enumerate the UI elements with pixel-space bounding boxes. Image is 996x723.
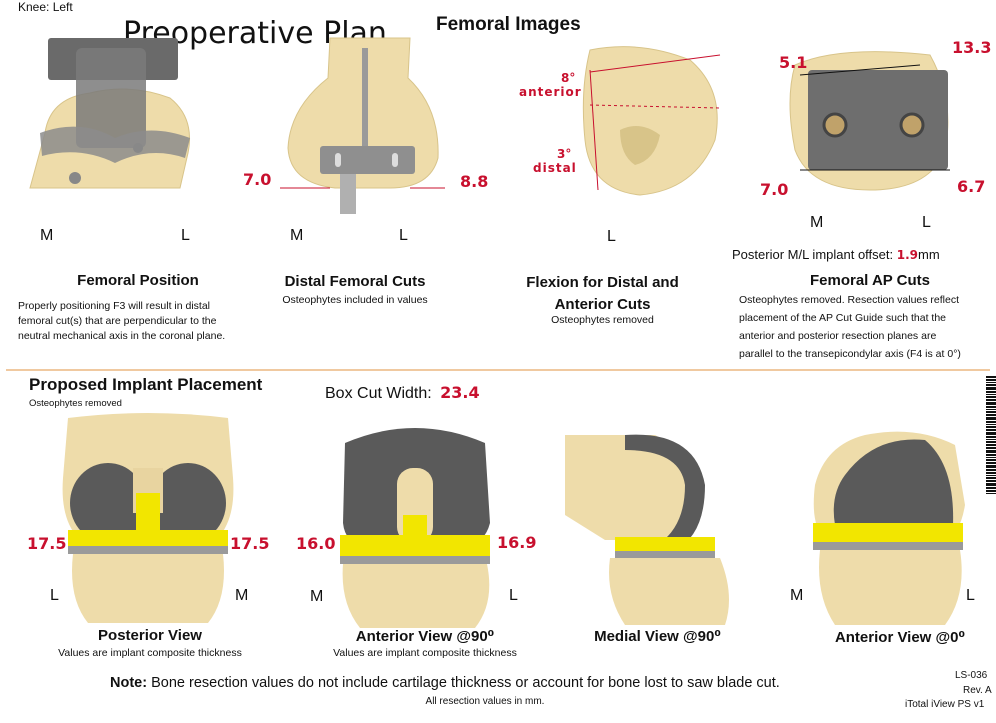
- doc-code: LS-036: [955, 670, 988, 681]
- posterior-view-image: [62, 413, 234, 623]
- flexion-image: [582, 46, 721, 196]
- box-cut-width-readout: Box Cut Width: 23.4: [325, 383, 480, 403]
- implant-placement-title: Proposed Implant Placement: [29, 375, 263, 394]
- section-divider: [6, 369, 990, 371]
- ml-offset-label: Posterior M/L implant offset:: [732, 247, 894, 262]
- anterior90-left-value: 16.0: [296, 534, 336, 553]
- anterior90-view-image: [340, 428, 490, 628]
- ml-offset-unit: mm: [918, 247, 940, 262]
- anterior90-view-subtitle: Values are implant composite thickness: [333, 647, 517, 659]
- anterior0-l-label: L: [966, 587, 975, 604]
- implant-placement-subtitle: Osteophytes removed: [29, 398, 122, 409]
- medial90-view-image: [565, 434, 729, 625]
- posterior-m-label: M: [235, 587, 249, 604]
- anterior0-view-image: [813, 431, 965, 625]
- anterior90-m-label: M: [310, 588, 324, 605]
- anterior0-m-label: M: [790, 587, 804, 604]
- anterior90-right-value: 16.9: [497, 533, 537, 552]
- product-name: iTotal iView PS v1: [905, 699, 985, 710]
- desc-line: parallel to the transepicondylar axis (F…: [739, 348, 961, 360]
- desc-line: placement of the AP Cut Guide such that …: [739, 312, 947, 324]
- desc-line: femoral cut(s) that are perpendicular to…: [18, 315, 217, 327]
- femoral-images-title: Femoral Images: [436, 14, 581, 35]
- femoral-position-title: Femoral Position: [77, 272, 199, 289]
- ap-cut-top-left-value: 5.1: [779, 53, 808, 72]
- ap-cuts-title: Femoral AP Cuts: [809, 272, 931, 289]
- desc-line: neutral mechanical axis in the coronal p…: [18, 330, 226, 342]
- flexion-title-line: Anterior Cuts: [554, 296, 651, 313]
- footer-note: Note: Bone resection values do not inclu…: [110, 675, 780, 691]
- flexion-distal-label: distal: [533, 161, 577, 175]
- flexion-title: Flexion for Distal and Anterior Cuts: [505, 272, 700, 316]
- flexion-title-line: Flexion for Distal and: [526, 274, 679, 291]
- anterior90-view-title: Anterior View @90⁰: [355, 628, 495, 645]
- ap-cuts-l-label: L: [922, 214, 931, 231]
- femoral-position-image: [29, 38, 191, 189]
- anterior90-l-label: L: [509, 587, 518, 604]
- distal-cuts-m-label: M: [290, 227, 304, 244]
- distal-cuts-subtitle: Osteophytes included in values: [282, 294, 428, 306]
- ml-offset-value: 1.9: [896, 248, 919, 262]
- ap-cuts-m-label: M: [810, 214, 824, 231]
- desc-line: Properly positioning F3 will result in d…: [18, 300, 210, 312]
- desc-line: Osteophytes removed. Resection values re…: [739, 294, 960, 306]
- ml-offset-readout: Posterior M/L implant offset: 1.9mm: [732, 247, 940, 262]
- flexion-anterior-label: anterior: [519, 85, 582, 99]
- doc-revision: Rev. A: [963, 685, 992, 696]
- barcode-strip: [986, 376, 996, 546]
- footer-note-label: Note:: [110, 675, 148, 691]
- ap-cuts-description: Osteophytes removed. Resection values re…: [739, 291, 994, 363]
- flexion-anterior-value: 8°: [561, 71, 576, 85]
- distal-cut-medial-value: 7.0: [243, 170, 272, 189]
- flexion-subtitle: Osteophytes removed: [551, 314, 654, 326]
- posterior-view-title: Posterior View: [98, 627, 202, 644]
- footer-units-note: All resection values in mm.: [425, 696, 545, 707]
- medial90-view-title: Medial View @90⁰: [594, 628, 721, 645]
- box-cut-width-value: 23.4: [440, 383, 480, 402]
- distal-cut-lateral-value: 8.8: [460, 172, 489, 191]
- femoral-position-m-label: M: [40, 227, 54, 244]
- distal-cuts-l-label: L: [399, 227, 408, 244]
- knee-side-label: Knee: Left: [18, 0, 73, 14]
- ap-cut-bottom-right-value: 6.7: [957, 177, 986, 196]
- ap-cuts-image: [789, 51, 950, 191]
- footer-note-text: Bone resection values do not include car…: [151, 675, 780, 691]
- femoral-position-l-label: L: [181, 227, 190, 244]
- ap-cut-bottom-left-value: 7.0: [760, 180, 789, 199]
- anterior0-view-title: Anterior View @0⁰: [834, 629, 966, 646]
- posterior-l-label: L: [50, 587, 59, 604]
- ap-cut-top-right-value: 13.3: [952, 38, 992, 57]
- femoral-position-description: Properly positioning F3 will result in d…: [18, 299, 268, 344]
- distal-cuts-image: [280, 37, 445, 214]
- flexion-distal-value: 3°: [557, 147, 572, 161]
- posterior-right-value: 17.5: [230, 534, 270, 553]
- distal-cuts-title: Distal Femoral Cuts: [284, 273, 426, 290]
- desc-line: anterior and posterior resection planes …: [739, 330, 937, 342]
- posterior-view-subtitle: Values are implant composite thickness: [58, 647, 242, 659]
- flexion-l-label: L: [607, 228, 616, 245]
- posterior-left-value: 17.5: [27, 534, 67, 553]
- box-cut-width-label: Box Cut Width:: [325, 385, 432, 402]
